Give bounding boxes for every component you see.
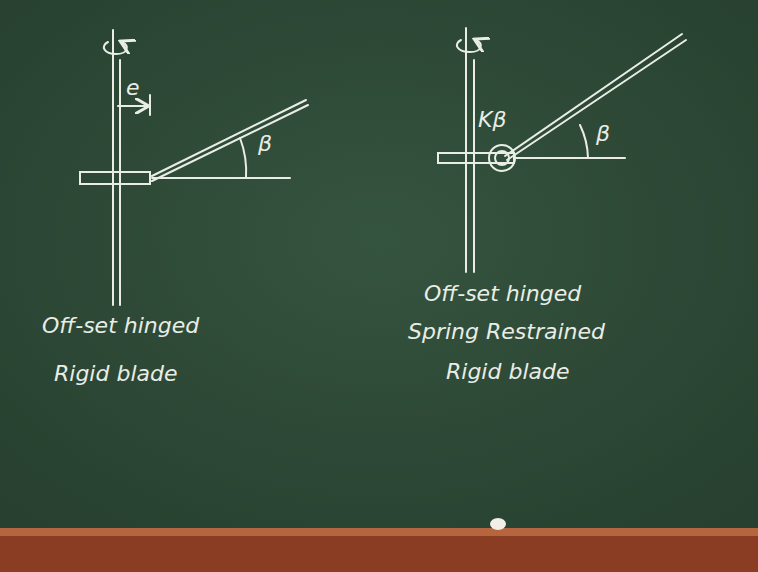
left-rotor-sketch <box>80 30 308 305</box>
right-rotor-sketch <box>438 28 686 272</box>
dimension-symbol: e <box>126 76 140 100</box>
caption-note: Off-set hinged <box>42 314 199 338</box>
board-surface <box>0 0 758 530</box>
chalk-tray-edge <box>0 528 758 536</box>
angle-symbol: β <box>258 132 272 156</box>
caption-note: Rigid blade <box>446 360 570 384</box>
chalk-tray <box>0 528 758 572</box>
caption-note: Off-set hinged <box>424 282 581 306</box>
caption-note: Spring Restrained <box>408 320 605 344</box>
spring-symbol: Kβ <box>478 108 506 132</box>
angle-symbol: β <box>596 122 610 146</box>
chalk-piece <box>490 518 506 530</box>
caption-note: Rigid blade <box>54 362 178 386</box>
